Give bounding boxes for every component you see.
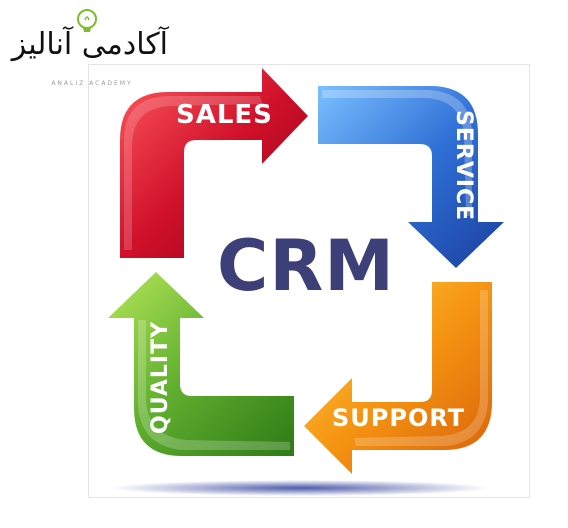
brand-logo: آکادمی آنالیز ANALIZ ACADEMY bbox=[8, 8, 169, 92]
lightbulb-icon bbox=[77, 9, 97, 32]
quality-label: QUALITY bbox=[148, 320, 173, 434]
crm-center-title: CRM bbox=[217, 225, 395, 307]
support-label: SUPPORT bbox=[332, 404, 466, 432]
sales-label: SALES bbox=[176, 100, 273, 130]
floor-shadow bbox=[110, 480, 490, 496]
service-label: SERVICE bbox=[451, 110, 476, 222]
quality-arrow bbox=[108, 272, 294, 456]
service-arrow bbox=[318, 86, 504, 268]
sales-arrow bbox=[120, 68, 308, 258]
logo-wordmark: آکادمی آنالیز bbox=[11, 27, 169, 62]
support-arrow bbox=[304, 282, 492, 474]
logo-subtitle: ANALIZ ACADEMY bbox=[51, 80, 133, 87]
